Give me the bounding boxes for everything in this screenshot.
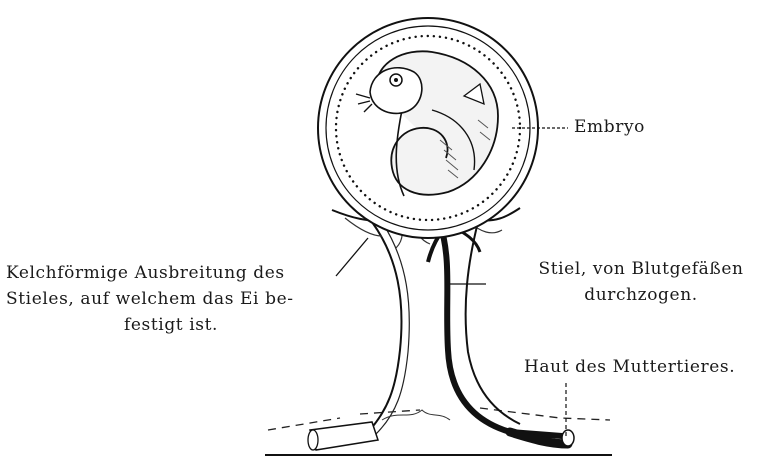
chalice-label-line-1: Kelchförmige Ausbreitung des <box>6 262 285 285</box>
stalk-right-outline <box>466 222 520 424</box>
skin-label: Haut des Muttertieres. <box>524 356 735 379</box>
embryo-label: Embryo <box>574 116 645 139</box>
skin-dashed-line <box>268 408 610 430</box>
blood-vessel <box>440 224 562 436</box>
stalk-left-outline <box>368 222 402 432</box>
chalice-leader-line <box>336 238 368 276</box>
chalice-label-line-3: festigt ist. <box>6 314 336 337</box>
stalk-label-line-1: Stiel, von Blutgefäßen <box>518 258 764 281</box>
stalk-label-line-2: durchzogen. <box>518 284 764 307</box>
base-tube <box>310 422 378 450</box>
chalice-label-line-2: Stieles, auf welchem das Ei be- <box>6 288 294 311</box>
